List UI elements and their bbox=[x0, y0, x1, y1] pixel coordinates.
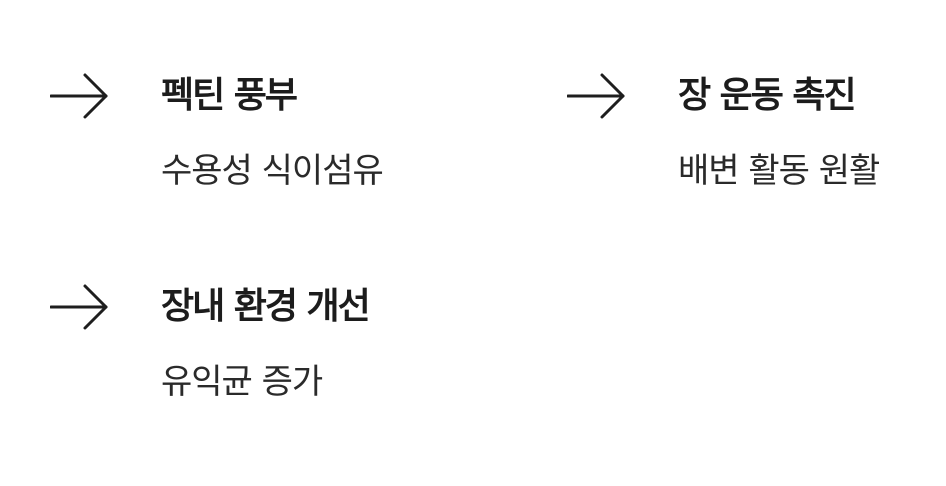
feature-item-bowel-movement: 장 운동 촉진 배변 활동 원활 bbox=[567, 72, 946, 202]
feature-item-gut-environment: 장내 환경 개선 유익균 증가 bbox=[50, 283, 430, 413]
arrow-right-icon bbox=[50, 72, 110, 120]
feature-description: 배변 활동 원활 bbox=[678, 151, 880, 191]
feature-item-pectin: 펙틴 풍부 수용성 식이섬유 bbox=[50, 72, 430, 202]
feature-description: 수용성 식이섬유 bbox=[161, 151, 384, 191]
arrow-right-icon bbox=[567, 72, 627, 120]
feature-title: 장 운동 촉진 bbox=[678, 75, 857, 116]
feature-title: 장내 환경 개선 bbox=[161, 286, 371, 327]
feature-description: 유익균 증가 bbox=[161, 362, 323, 402]
feature-title: 펙틴 풍부 bbox=[161, 75, 298, 116]
arrow-right-icon bbox=[50, 283, 110, 331]
